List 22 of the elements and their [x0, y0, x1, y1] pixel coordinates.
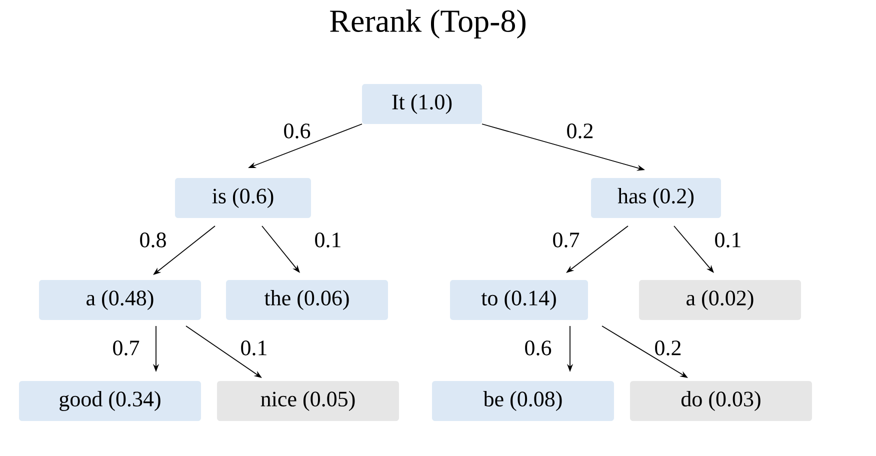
- token-box: do (0.03): [630, 381, 812, 421]
- edge-label: 0.7: [111, 340, 141, 356]
- token-box: is (0.6): [175, 178, 311, 218]
- token-box: the (0.06): [226, 280, 388, 320]
- token-box: nice (0.05): [217, 381, 399, 421]
- token-box: be (0.08): [432, 381, 614, 421]
- token-box: a (0.48): [39, 280, 201, 320]
- edge-label: 0.2: [653, 340, 683, 356]
- token-box: good (0.34): [19, 381, 201, 421]
- edge-label: 0.1: [713, 232, 743, 248]
- token-box: to (0.14): [450, 280, 588, 320]
- title: Rerank (Top-8): [330, 10, 526, 38]
- token-box: has (0.2): [591, 178, 721, 218]
- edge-label: 0.2: [565, 122, 595, 140]
- edge-label: 0.1: [239, 340, 269, 356]
- token-box: It (1.0): [362, 84, 482, 124]
- edge-label: 0.8: [138, 232, 168, 248]
- token-box: a (0.02): [639, 280, 801, 320]
- edge-label: 0.7: [551, 232, 581, 248]
- edge-label: 0.6: [523, 340, 553, 356]
- edge-label: 0.6: [282, 122, 312, 140]
- edge-label: 0.1: [313, 232, 343, 248]
